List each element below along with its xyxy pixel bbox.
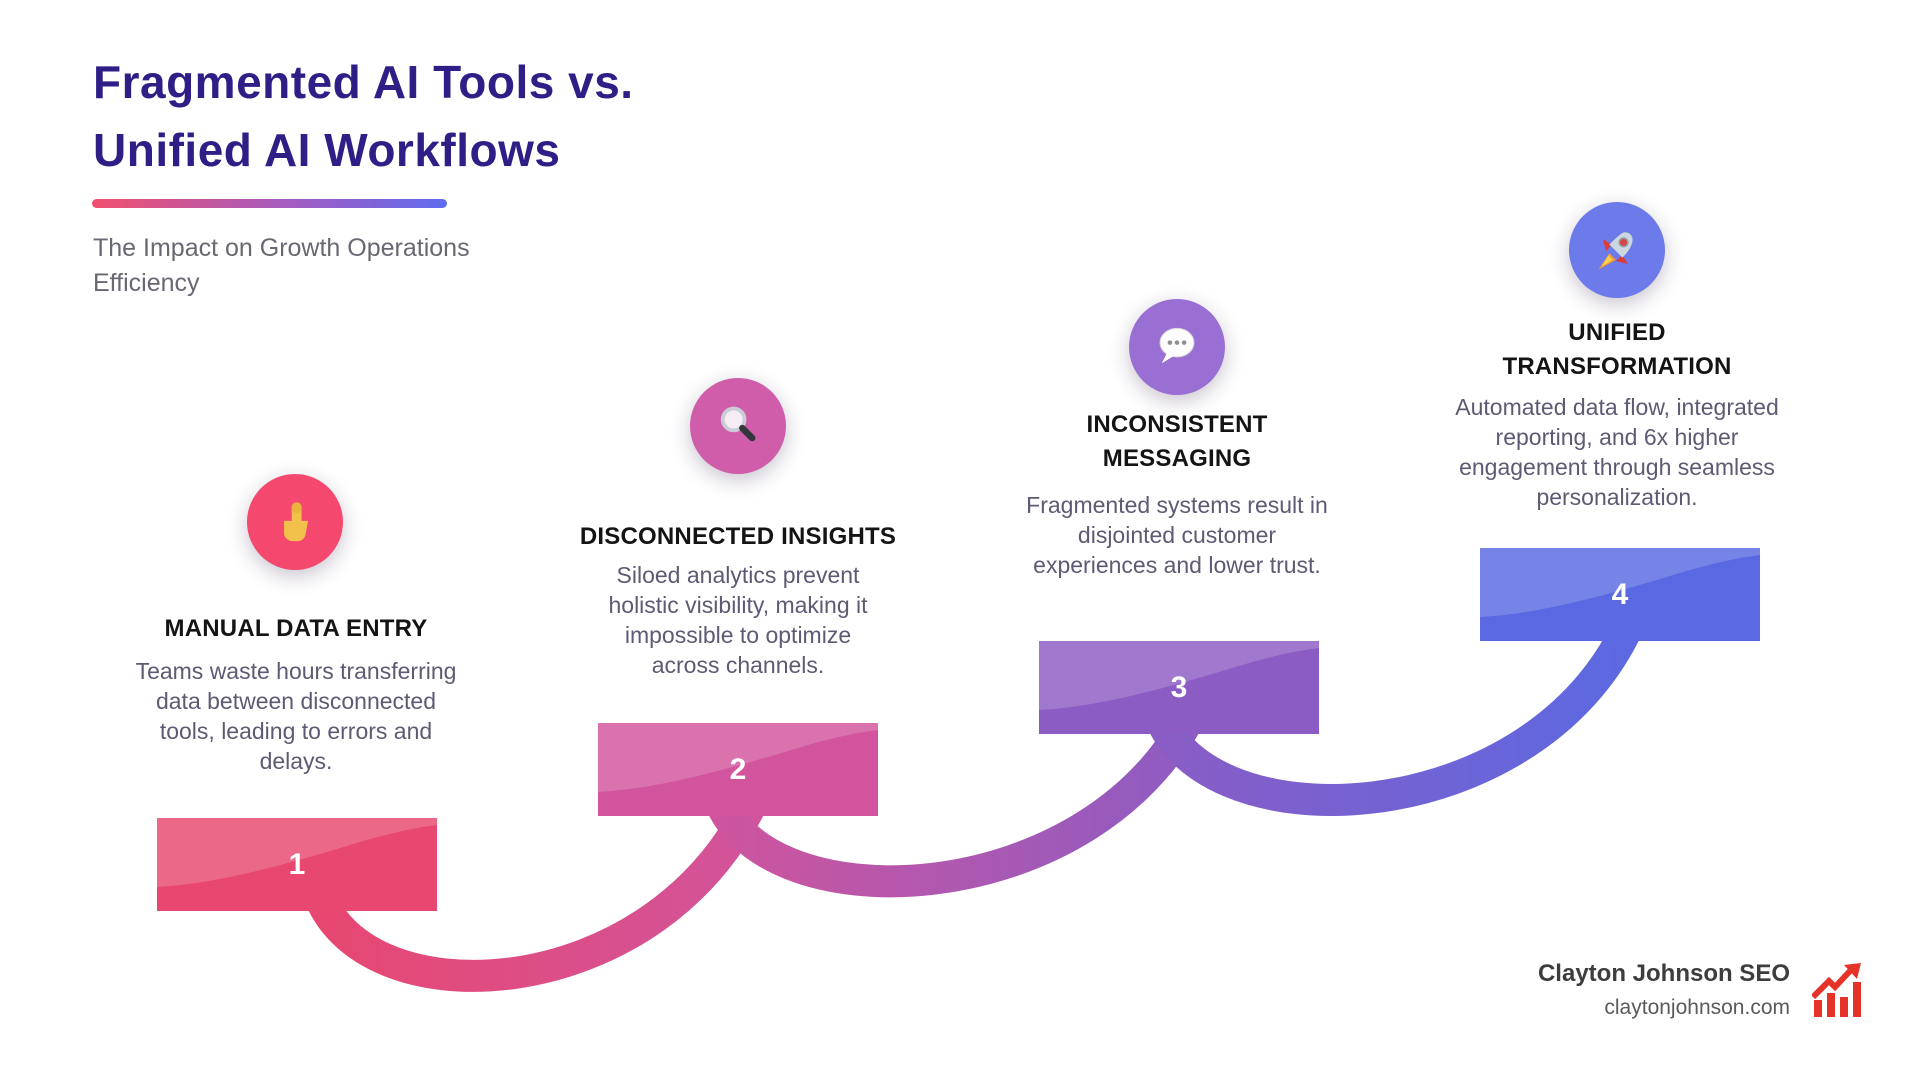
step2-number-block: 2 <box>598 723 878 816</box>
pointing-hand-icon <box>284 502 309 542</box>
page-subtitle: The Impact on Growth Operations Efficien… <box>93 234 470 297</box>
block-gloss-wave <box>598 723 878 792</box>
step3-title: INCONSISTENT MESSAGING <box>1086 411 1268 472</box>
step4-number-block: 4 <box>1480 548 1760 641</box>
step3-number: 3 <box>1170 670 1188 704</box>
block-gloss-wave <box>157 818 437 887</box>
step3-icon-circle <box>1129 299 1225 395</box>
speech-bubble-icon <box>1159 327 1195 364</box>
magnifying-glass-icon <box>720 406 756 442</box>
step2-title: DISCONNECTED INSIGHTS <box>579 523 897 550</box>
connector-step3-step4 <box>1139 604 1650 816</box>
connector-step2-step3 <box>699 688 1215 898</box>
brand-website: claytonjohnson.com <box>1604 996 1790 1019</box>
step4-icon-circle <box>1569 202 1665 298</box>
page-title-line2: Unified AI Workflows <box>93 124 561 176</box>
connector-step1-step2 <box>299 778 775 992</box>
brand-name: Clayton Johnson SEO <box>1537 960 1790 987</box>
step2-icon-circle <box>690 378 786 474</box>
step1-title: MANUAL DATA ENTRY <box>164 615 428 642</box>
page-title: Fragmented AI Tools vs. Unified AI Workf… <box>93 48 634 184</box>
step2-number: 2 <box>729 752 747 786</box>
rocket-icon <box>1598 232 1633 270</box>
step1-description: Teams waste hours transferring data betw… <box>135 658 457 774</box>
block-gloss-wave <box>1480 548 1760 617</box>
step3-description: Fragmented systems result in disjointed … <box>1026 492 1328 578</box>
step1-icon-circle <box>247 474 343 570</box>
block-gloss-wave <box>1039 641 1319 710</box>
step4-title: UNIFIED TRANSFORMATION <box>1502 319 1732 380</box>
step1-number-block: 1 <box>157 818 437 911</box>
step4-description: Automated data flow, integrated reportin… <box>1455 394 1779 510</box>
step1-number: 1 <box>288 847 306 881</box>
title-underline-accent <box>92 199 447 208</box>
step2-description: Siloed analytics prevent holistic visibi… <box>608 562 868 678</box>
growth-chart-logo-icon <box>1812 963 1861 1017</box>
page-title-line1: Fragmented AI Tools vs. <box>93 56 634 108</box>
step3-number-block: 3 <box>1039 641 1319 734</box>
step4-number: 4 <box>1611 577 1629 611</box>
